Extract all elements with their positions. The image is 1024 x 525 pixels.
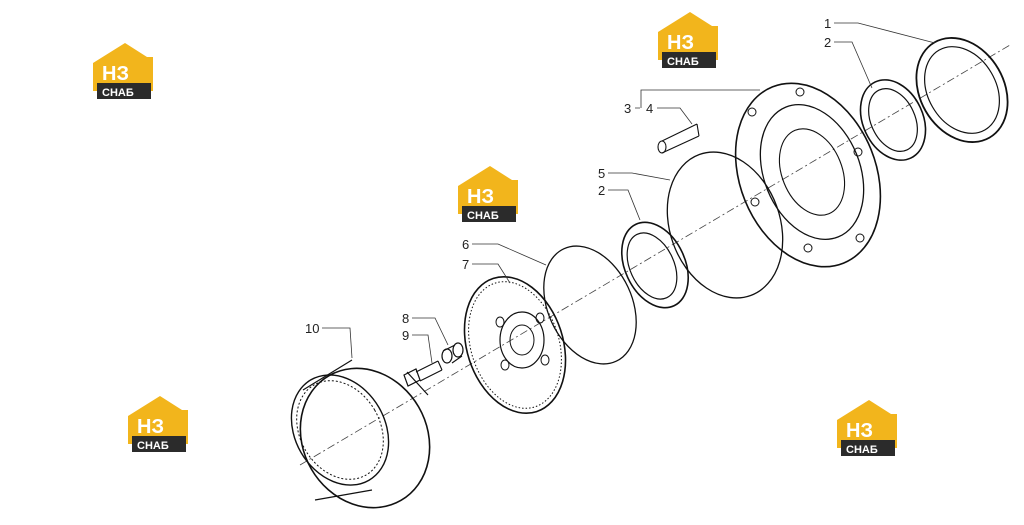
watermark-logo-3: НЗ СНАБ <box>458 166 518 222</box>
watermark-logo-2: НЗ СНАБ <box>658 12 718 68</box>
hub-part-3 <box>734 82 882 268</box>
watermark-logo-5-top: НЗ <box>846 420 873 442</box>
center-axis-line <box>299 44 1011 466</box>
watermark-logo-4-bottom: СНАБ <box>137 440 169 452</box>
watermark-logo-2-bottom: СНАБ <box>667 56 699 68</box>
callout-3: 3 <box>624 101 631 116</box>
leader-line-2-lower <box>608 189 641 221</box>
seal-part-2-upper <box>859 79 927 161</box>
watermark-logo-3-bottom: СНАБ <box>467 210 499 222</box>
leader-line-3 <box>635 89 760 109</box>
bolt-part-9 <box>403 360 443 387</box>
watermark-logo-5: НЗ СНАБ <box>837 400 897 456</box>
watermark-logo-1-top: НЗ <box>102 63 129 85</box>
leader-line-10 <box>322 327 353 359</box>
watermark-logo-1-bottom: СНАБ <box>102 87 134 99</box>
leader-line-2-upper <box>834 41 873 89</box>
gear-plate-part-7 <box>463 275 567 415</box>
callout-2-upper: 2 <box>824 35 831 50</box>
callout-10: 10 <box>305 321 319 336</box>
callout-4: 4 <box>646 101 653 116</box>
bushing-part-8 <box>441 342 464 364</box>
watermark-logo-4-top: НЗ <box>137 416 164 438</box>
callout-1: 1 <box>824 16 831 31</box>
callout-9: 9 <box>402 328 409 343</box>
leader-line-7 <box>472 263 511 284</box>
callout-5: 5 <box>598 166 605 181</box>
outer-seal-part-1 <box>915 37 1009 143</box>
leader-line-9 <box>412 334 433 364</box>
watermark-logo-5-bottom: СНАБ <box>846 444 878 456</box>
leader-line-4 <box>657 107 693 125</box>
watermark-logo-2-top: НЗ <box>667 32 694 54</box>
callout-7: 7 <box>462 257 469 272</box>
callout-6: 6 <box>462 237 469 252</box>
leader-line-1 <box>834 22 936 44</box>
leader-line-6 <box>472 243 547 266</box>
callout-2-lower: 2 <box>598 183 605 198</box>
watermark-logo-3-top: НЗ <box>467 186 494 208</box>
watermark-logo-1: НЗ СНАБ <box>93 43 153 99</box>
leader-line-8 <box>412 317 449 346</box>
seal-part-2-lower <box>621 221 689 309</box>
leader-line-5 <box>608 172 671 181</box>
stud-part-4 <box>657 123 700 154</box>
o-ring-part-5 <box>666 151 784 299</box>
ring-gear-part-10 <box>290 359 431 509</box>
snap-ring-part-6 <box>543 245 637 365</box>
watermark-logo-4: НЗ СНАБ <box>128 396 188 452</box>
callout-8: 8 <box>402 311 409 326</box>
